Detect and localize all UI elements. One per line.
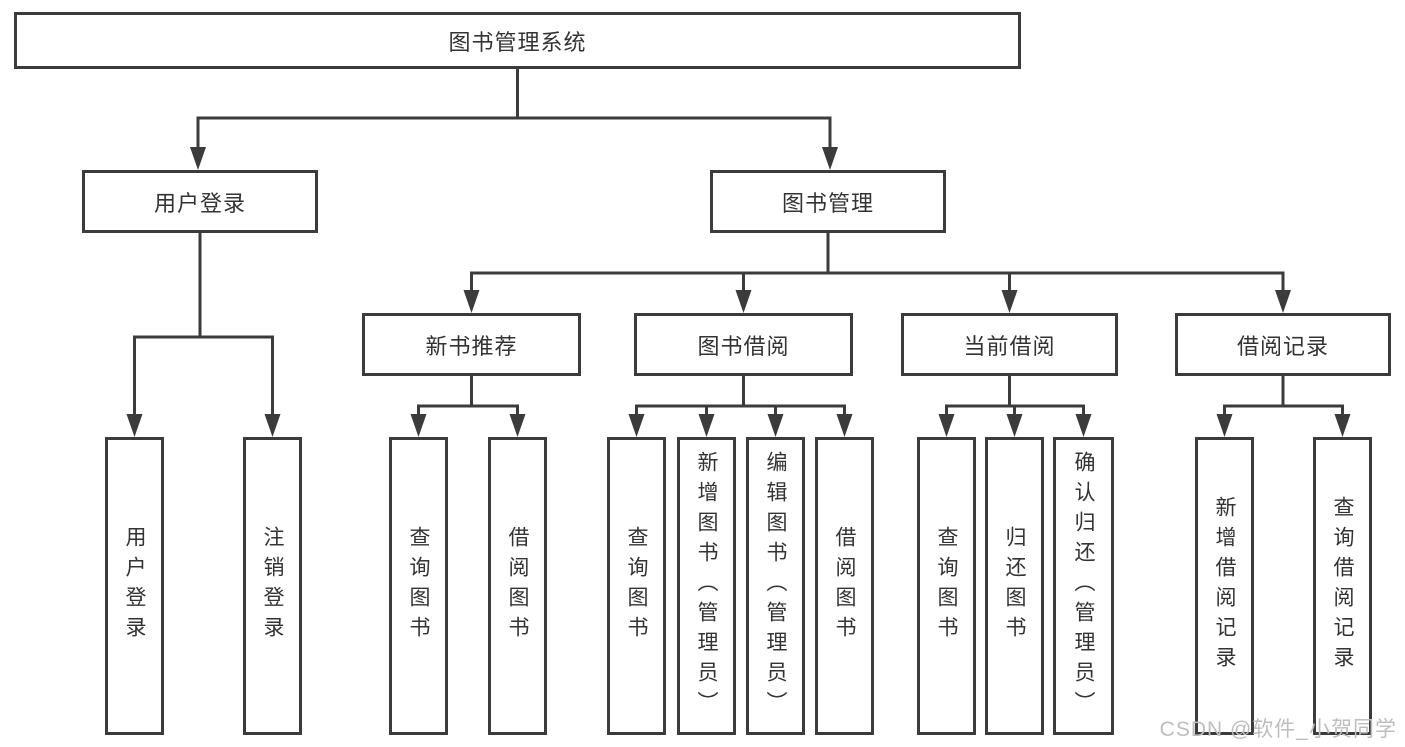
node-leaf-logout: 注销登录 [243,437,302,735]
node-leaf-edit-books-admin: 编辑图书（管理员） [746,437,805,735]
leaf-label: 查询图书 [625,526,648,646]
node-leaf-query-books-2: 查询图书 [607,437,666,735]
node-leaf-borrow-books-1: 借阅图书 [488,437,547,735]
leaf-label: 用户登录 [123,526,146,646]
node-user-login: 用户登录 [82,170,318,233]
node-leaf-query-books-3: 查询图书 [917,437,976,735]
node-book-borrow: 图书借阅 [634,313,853,376]
arrowhead-borrow-records [1275,290,1291,313]
connector-currentborrow-split [945,404,1085,419]
leaf-label: 查询借阅记录 [1331,496,1354,676]
node-leaf-user-login: 用户登录 [105,437,164,735]
leaf-label: 确认归还（管理员） [1072,451,1095,721]
connector-userlogin-split [133,335,274,419]
node-leaf-query-books-1: 查询图书 [389,437,448,735]
arrowhead-book-management [822,147,838,170]
node-leaf-return-books: 归还图书 [985,437,1044,735]
arrowhead-bookborrow-query [628,414,645,437]
node-new-book-recommend: 新书推荐 [362,313,581,376]
node-borrow-records: 借阅记录 [1175,313,1391,376]
node-leaf-confirm-return-admin: 确认归还（管理员） [1053,437,1114,735]
leaf-label: 查询图书 [935,526,958,646]
leaf-label: 借阅图书 [506,526,529,646]
node-leaf-borrow-books-2: 借阅图书 [815,437,874,735]
arrowhead-currentborrow-confirm [1075,414,1092,437]
connector-bookmgmt-split [470,271,1285,295]
arrowhead-bookborrow-edit [767,414,784,437]
csdn-watermark: CSDN @软件_小贺同学 [1159,718,1397,741]
arrowhead-records-add [1216,414,1233,437]
leaf-label: 编辑图书（管理员） [764,451,787,721]
connector-root-split [196,116,832,152]
node-library-management-system: 图书管理系统 [14,12,1021,69]
arrowhead-records-query [1334,414,1351,437]
arrowhead-bookborrow-borrow [836,414,853,437]
arrowhead-bookborrow-add [698,414,715,437]
node-leaf-add-borrow-record: 新增借阅记录 [1195,437,1254,735]
leaf-label: 归还图书 [1003,526,1026,646]
arrowhead-newbooks-query [410,414,427,437]
leaf-label: 查询图书 [407,526,430,646]
node-leaf-add-books-admin: 新增图书（管理员） [677,437,736,735]
node-current-borrow: 当前借阅 [901,313,1118,376]
arrowhead-newbooks-borrow [509,414,526,437]
node-leaf-query-borrow-record: 查询借阅记录 [1313,437,1372,735]
arrowhead-current-borrow [1001,290,1018,313]
leaf-label: 注销登录 [261,526,284,646]
arrowhead-new-books [463,290,480,313]
arrowhead-user-login [190,147,206,170]
leaf-label: 新增图书（管理员） [695,451,718,721]
connector-records-split [1223,404,1344,419]
connector-bookborrow-split [635,404,846,419]
arrowhead-currentborrow-return [1006,414,1023,437]
leaf-label: 新增借阅记录 [1213,496,1236,676]
arrowhead-currentborrow-query [938,414,955,437]
leaf-label: 借阅图书 [833,526,856,646]
connector-newbooks-split [417,404,519,419]
arrowhead-logout [264,414,281,437]
arrowhead-login [126,414,143,437]
arrowhead-book-borrow [735,290,752,313]
node-book-management: 图书管理 [710,170,946,233]
